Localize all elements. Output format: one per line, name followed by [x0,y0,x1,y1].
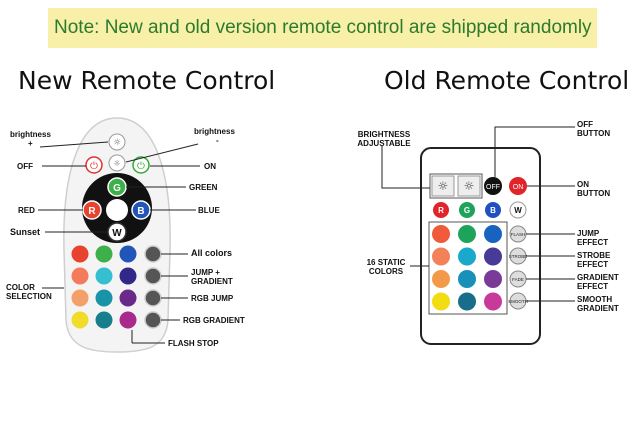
old-on-label: ON [513,184,524,191]
brightness-up-button [108,133,126,151]
new-color-button-0-0[interactable] [71,245,89,263]
new-color-button-3-0[interactable] [71,311,89,329]
svg-text:STROBE: STROBE [509,254,528,259]
on-label: ON [204,162,216,171]
new-color-button-1-2[interactable] [119,267,137,285]
old-color-button-0-1[interactable] [458,225,476,243]
svg-text:☼: ☼ [438,179,449,193]
old-on-button-label: ON BUTTON [577,180,611,198]
all-colors-label: All colors [191,248,233,258]
r-label: R [88,206,96,217]
svg-text:☼: ☼ [113,159,120,168]
blue-label: BLUE [198,206,220,215]
old-color-button-0-2[interactable] [484,225,502,243]
new-color-button-1-0[interactable] [71,267,89,285]
center-button [106,199,128,221]
brightness-box [429,173,483,199]
old-off-label: OFF [486,184,500,191]
svg-text:☼: ☼ [464,179,475,193]
new-color-button-2-2[interactable] [119,289,137,307]
on-button [132,156,150,174]
old-color-button-3-2[interactable] [484,292,502,311]
svg-text:☼: ☼ [113,138,121,148]
old-brightness-label: BRIGHTNESS ADJUSTABLE [357,130,411,148]
w-label: W [112,228,122,239]
svg-text:W: W [514,206,522,215]
rgb-jump-label: RGB JUMP [191,294,234,303]
old-off-button [484,177,502,195]
old-remote-title: Old Remote Control [384,66,630,95]
sunset-label: Sunset [10,227,41,237]
rgb-gradient-button [144,311,162,329]
old-strobe-label: STROBE EFFECT [577,251,611,269]
old-remote-body [420,147,541,345]
svg-text:⏻: ⏻ [137,161,145,172]
old-color-button-3-1[interactable] [458,292,476,311]
rgb-gradient-label: RGB GRADIENT [183,316,245,325]
old-r-button [433,202,449,218]
svg-text:G: G [464,206,470,215]
b-label: B [137,206,144,217]
brightness-plus-label: brightness+ [10,130,51,148]
svg-text:⏻: ⏻ [90,161,98,172]
color-selection-label: COLOR SELECTION [6,283,52,301]
old-color-button-0-0[interactable] [432,225,450,243]
old-jump-label: JUMP EFFECT [577,229,609,247]
old-color-button-2-0[interactable] [432,270,450,288]
note-banner: Note: New and old version remote control… [48,8,597,48]
static-colors-box [428,221,508,315]
new-color-button-2-0[interactable] [71,289,89,307]
old-g-button [459,202,475,218]
brightness-down-button [108,154,126,172]
new-color-button-3-2[interactable] [119,311,137,329]
brightness-minus-label: brightness- [194,127,235,145]
all-colors-button [144,245,162,263]
jump-gradient-label: JUMP + GRADIENT [191,268,233,286]
g-label: G [113,183,121,194]
old-smooth-label: SMOOTH GRADIENT [577,295,619,313]
old-gradient-label: GRADIENT EFFECT [577,273,619,291]
flash-stop-label: FLASH STOP [168,339,219,348]
old-color-button-1-1[interactable] [458,247,476,266]
old-static-label: 16 STATIC COLORS [366,258,406,276]
old-color-button-1-0[interactable] [432,247,450,266]
old-color-button-3-0[interactable] [432,292,450,311]
off-label: OFF [17,162,33,171]
old-color-button-2-1[interactable] [458,270,476,288]
old-color-button-2-2[interactable] [484,270,502,288]
old-w-button [509,201,527,219]
new-color-button-0-1[interactable] [95,245,113,263]
new-color-button-2-1[interactable] [95,289,113,307]
rgb-jump-button [144,289,162,307]
old-off-button-label: OFF BUTTON [577,120,611,138]
svg-text:FLASH: FLASH [511,232,526,237]
green-label: GREEN [189,183,218,192]
red-label: RED [18,206,35,215]
new-remote-title: New Remote Control [18,66,276,95]
new-color-button-3-1[interactable] [95,311,113,329]
new-color-button-1-1[interactable] [95,267,113,285]
old-color-grid [432,225,502,311]
old-b-button [485,202,501,218]
svg-text:FADE: FADE [512,277,524,282]
svg-text:B: B [490,206,496,215]
old-color-button-1-2[interactable] [484,247,502,266]
svg-text:SMOOTH: SMOOTH [508,299,528,304]
old-on-button [509,177,527,195]
jump-gradient-button [144,267,162,285]
new-color-grid [71,245,137,329]
new-color-button-0-2[interactable] [119,245,137,263]
svg-text:R: R [438,206,444,215]
off-button [85,156,103,174]
